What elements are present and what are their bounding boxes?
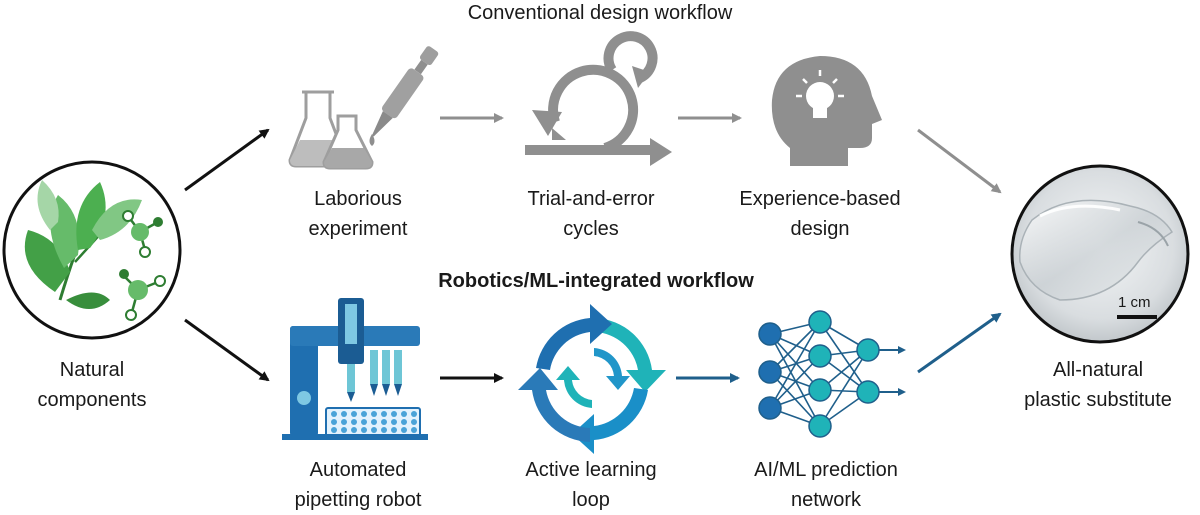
arrow-aiml-to-plastic bbox=[917, 312, 1002, 374]
nn-node bbox=[856, 338, 880, 362]
nn-edge bbox=[819, 349, 869, 427]
well-dot bbox=[401, 411, 407, 417]
title-integrated: Robotics/ML-integrated workflow bbox=[438, 270, 754, 292]
nn-edge bbox=[769, 355, 821, 409]
well-dot bbox=[391, 419, 397, 425]
nn-node bbox=[808, 310, 832, 334]
scale-bar bbox=[1117, 315, 1157, 319]
nn-node bbox=[856, 380, 880, 404]
label-automated-robot: Automated pipetting robot bbox=[294, 459, 422, 511]
well-dot bbox=[381, 419, 387, 425]
label-trial-and-error: Trial-and-error cycles bbox=[527, 188, 655, 240]
leaf-molecule-icon bbox=[2, 160, 182, 340]
well-dot bbox=[401, 419, 407, 425]
well-dot bbox=[341, 411, 347, 417]
well-dot bbox=[371, 427, 377, 433]
well-dot bbox=[361, 419, 367, 425]
nn-node bbox=[758, 360, 782, 384]
well-dot bbox=[381, 427, 387, 433]
flask-pipette-icon bbox=[288, 46, 439, 170]
title-conventional: Conventional design workflow bbox=[467, 2, 733, 24]
well-dot bbox=[411, 411, 417, 417]
well-dot bbox=[331, 419, 337, 425]
well-dot bbox=[411, 419, 417, 425]
well-dot bbox=[391, 411, 397, 417]
nn-node bbox=[758, 322, 782, 346]
well-dot bbox=[351, 427, 357, 433]
label-plastic-substitute: All-natural plastic substitute bbox=[1024, 359, 1172, 411]
cycle-arrows-icon bbox=[518, 304, 666, 454]
nn-output-arrowhead bbox=[898, 388, 906, 396]
nn-edge bbox=[769, 321, 821, 409]
label-active-learning: Active learning loop bbox=[525, 459, 657, 511]
well-dot bbox=[341, 419, 347, 425]
well-dot bbox=[351, 411, 357, 417]
well-dot bbox=[351, 419, 357, 425]
nn-node bbox=[758, 396, 782, 420]
plastic-film-icon bbox=[1010, 164, 1190, 344]
well-dot bbox=[391, 427, 397, 433]
label-aiml-network: AI/ML prediction network bbox=[754, 459, 898, 511]
circular-arrows-heads bbox=[532, 66, 672, 166]
nn-node bbox=[808, 414, 832, 438]
nn-edge bbox=[819, 321, 869, 393]
nn-output-arrowhead bbox=[898, 346, 906, 354]
well-dot bbox=[371, 411, 377, 417]
well-dot bbox=[331, 427, 337, 433]
well-dot bbox=[371, 419, 377, 425]
nn-edge bbox=[769, 333, 821, 427]
label-laborious-experiment: Laborious experiment bbox=[308, 188, 408, 240]
arrow-natural-to-integrated bbox=[184, 318, 270, 382]
arrow-natural-to-conventional bbox=[184, 128, 270, 192]
well-dot bbox=[341, 427, 347, 433]
nn-edge bbox=[769, 333, 821, 391]
well-dot bbox=[401, 427, 407, 433]
well-dot bbox=[331, 411, 337, 417]
head-lightbulb-icon bbox=[771, 56, 882, 166]
scale-bar-label: 1 cm bbox=[1118, 294, 1151, 311]
nn-node bbox=[808, 378, 832, 402]
circular-arrows-icon bbox=[525, 31, 658, 155]
well-dot bbox=[381, 411, 387, 417]
neural-network-icon bbox=[758, 310, 906, 438]
pipetting-robot-icon bbox=[282, 298, 428, 440]
label-experience-based: Experience-based design bbox=[739, 188, 901, 240]
well-dot bbox=[361, 427, 367, 433]
arrow-experience-to-plastic bbox=[917, 128, 1002, 194]
well-dot bbox=[361, 411, 367, 417]
nn-edge bbox=[769, 321, 821, 373]
well-dot bbox=[411, 427, 417, 433]
label-natural-components: Natural components bbox=[37, 359, 147, 411]
nn-node bbox=[808, 344, 832, 368]
